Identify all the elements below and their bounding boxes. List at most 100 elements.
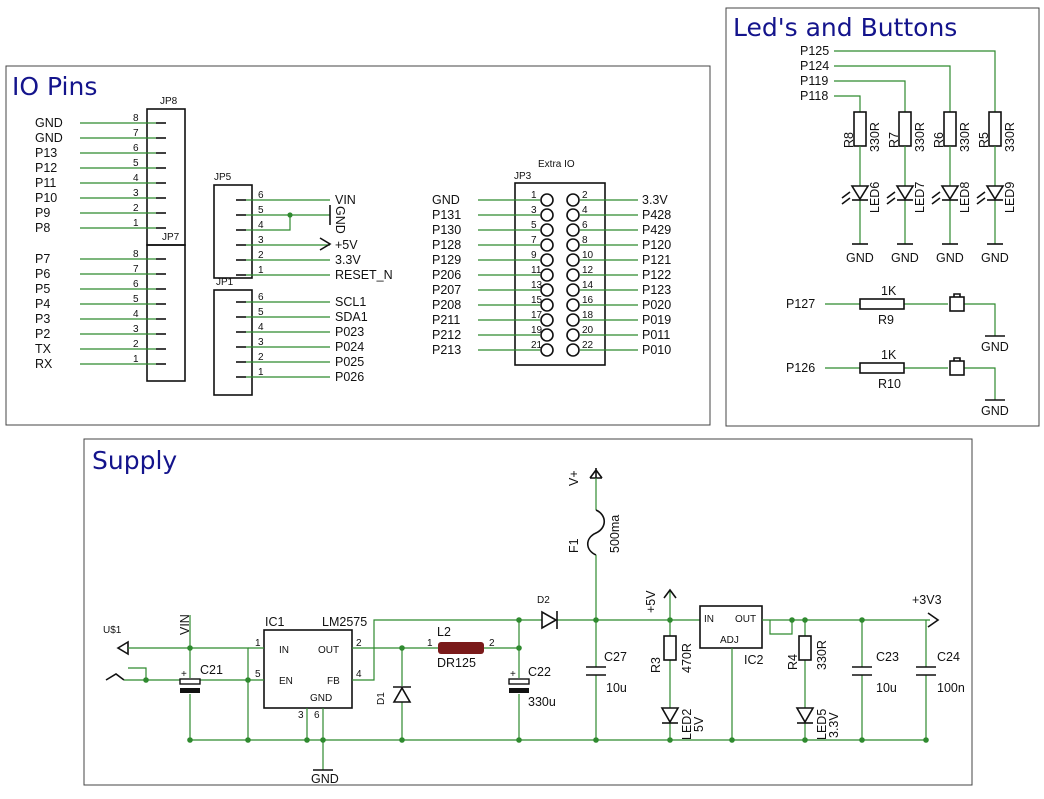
jp3-ref: JP3	[514, 171, 532, 182]
jp3-right-pin: 16	[582, 295, 594, 306]
supply-frame	[83, 438, 973, 786]
jp8-signal-label: P11	[35, 176, 56, 190]
c22-plate-bottom	[509, 688, 529, 693]
jp1-signal-label: P024	[335, 340, 364, 354]
button-wire	[825, 303, 996, 336]
c21-plate-top	[179, 678, 201, 685]
jp3-left-signal: GND	[432, 193, 460, 207]
r4-value: 330R	[815, 640, 829, 670]
ic1-out-wires	[352, 619, 596, 681]
jp8-body	[146, 108, 186, 246]
c27-value: 10u	[606, 681, 627, 695]
led-resistor-value: 330R	[958, 122, 972, 152]
ic1-in: IN	[279, 645, 289, 656]
plus5v-label: +5V	[644, 590, 658, 613]
jp7-signal-label: P7	[35, 252, 50, 266]
junction-dot	[304, 737, 310, 743]
junction-dot	[516, 645, 522, 651]
gnd-label: GND	[311, 772, 339, 786]
c23-c24-wires	[861, 620, 927, 740]
jp7-signal-label: RX	[35, 357, 53, 371]
c23-value: 10u	[876, 681, 897, 695]
jp8-signal-label: GND	[35, 116, 63, 130]
jp3-right-pin: 2	[582, 190, 588, 201]
jp3-right-signal: P123	[642, 283, 671, 297]
led-net-label: P119	[800, 74, 828, 88]
ic1-wires	[247, 647, 324, 770]
jp5-pin-number: 4	[258, 220, 264, 231]
jp8-pin-number: 5	[133, 158, 139, 169]
led-diode	[850, 185, 870, 201]
jp7-pin-number: 6	[133, 279, 139, 290]
gnd-label: GND	[936, 251, 964, 265]
jp1-signal-label: SDA1	[335, 310, 368, 324]
fuse-f1	[586, 509, 606, 556]
jp3-pad	[566, 328, 580, 342]
junction-dot	[245, 737, 251, 743]
jp3-right-signal: P019	[642, 313, 671, 327]
l2-pin1: 1	[427, 638, 433, 649]
jp5-gnd-tie	[256, 214, 291, 231]
jp7-signal-label: P6	[35, 267, 50, 281]
c22-plate-top	[508, 678, 530, 685]
jp8-signal-label: P9	[35, 206, 50, 220]
junction-dot	[516, 617, 522, 623]
led-net-label: P124	[800, 59, 829, 73]
ic1-body	[263, 629, 353, 709]
c21-plus: +	[181, 669, 187, 680]
junction-dot	[802, 617, 808, 623]
ic1-pin6: 6	[314, 710, 320, 721]
jp7-signal-label: P4	[35, 297, 50, 311]
l2-ref: L2	[437, 625, 451, 639]
jp3-pad	[566, 253, 580, 267]
jp3-pad	[540, 283, 554, 297]
jp3-left-pin: 17	[531, 310, 543, 321]
jp1-pin-number: 5	[258, 307, 264, 318]
plus3v3-label: +3V3	[912, 593, 942, 607]
fuse-value: 500ma	[608, 515, 622, 553]
gnd-label: GND	[981, 340, 1009, 354]
junction-dot	[859, 617, 865, 623]
ic1-part: LM2575	[322, 615, 367, 629]
junction-dot	[729, 737, 735, 743]
junction-dot	[399, 737, 405, 743]
jp3-body	[514, 182, 606, 366]
ic1-out: OUT	[318, 645, 339, 656]
l2-inductor	[438, 642, 484, 654]
led-diode	[940, 185, 960, 201]
junction-dot	[593, 737, 599, 743]
ic1-pin5: 5	[255, 669, 261, 680]
jp7-signal-label: P2	[35, 327, 50, 341]
c22-ref: C22	[528, 665, 551, 679]
led-emit-arrows	[886, 191, 896, 205]
jp3-left-signal: P131	[432, 208, 461, 222]
jp1-pin-number: 4	[258, 322, 264, 333]
led5-value: 3.3V	[827, 712, 841, 738]
led2-ref: LED2	[680, 709, 694, 740]
jp3-right-signal: P020	[642, 298, 671, 312]
button-net-label: P127	[786, 297, 815, 311]
ic1-fb: FB	[327, 676, 340, 687]
c27-wires	[595, 619, 700, 740]
c24-value: 100n	[937, 681, 965, 695]
jp3-pad	[566, 298, 580, 312]
io-pins-title: IO Pins	[12, 72, 97, 101]
jp8-signal-label: P8	[35, 221, 50, 235]
ic2-body	[699, 605, 763, 649]
jp7-pin-number: 1	[133, 354, 139, 365]
led2-diode	[660, 707, 680, 724]
ic1-gnd: GND	[310, 693, 332, 704]
jp5-body	[213, 184, 253, 279]
jp7-pin-number: 5	[133, 294, 139, 305]
ic1-pin2: 2	[356, 638, 362, 649]
c24-ref: C24	[937, 650, 960, 664]
jp5-pin-number: 3	[258, 235, 264, 246]
junction-dot	[789, 617, 795, 623]
jp5-pin-number: 2	[258, 250, 264, 261]
ic1-pin1: 1	[255, 638, 261, 649]
jp3-left-pin: 3	[531, 205, 537, 216]
junction-dot	[187, 645, 193, 651]
